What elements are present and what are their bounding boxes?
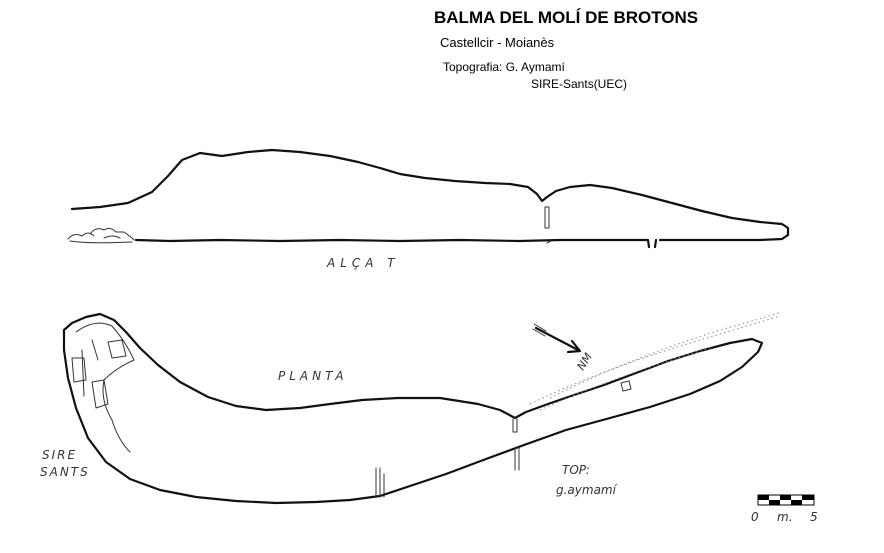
elevation-label: ALÇA T <box>326 256 400 270</box>
survey-author-label-line1: TOP: <box>562 463 590 477</box>
survey-author-label-line2: g.aymamí <box>556 483 618 497</box>
survey-group-label-line2: SANTS <box>40 465 90 479</box>
survey-topography-group: SIRE-Sants(UEC) <box>531 77 627 91</box>
north-arrow-shaft <box>534 326 582 354</box>
plan-view <box>62 311 783 505</box>
elevation-floor-line <box>134 238 651 249</box>
scale-bar-segment-bottom-2 <box>791 500 802 505</box>
survey-topography-credit: Topografia: G. Aymamí <box>443 60 566 74</box>
plan-station-marker-b <box>514 447 520 471</box>
elevation-entrance-blocks <box>67 227 135 244</box>
scale-bar-segment-top-2 <box>780 495 791 500</box>
elevation-view <box>67 148 790 249</box>
survey-location: Castellcir - Moianès <box>440 35 555 50</box>
north-arrow-fletching <box>532 323 547 337</box>
plan-rock-blocks <box>71 339 127 409</box>
plan-wall-outline <box>62 312 764 505</box>
plan-small-block <box>620 380 632 392</box>
plan-station-marker-a <box>512 418 518 433</box>
elevation-station-marker <box>544 206 550 229</box>
scale-bar-segment-bottom-1 <box>769 500 780 505</box>
plan-label: PLANTA <box>278 369 348 383</box>
plan-scree-slope <box>529 311 783 411</box>
scale-bar-max-label: 5 <box>810 510 818 524</box>
scale-bar-min-label: 0 <box>751 510 759 524</box>
survey-group-label-line1: SIRE <box>42 448 77 462</box>
north-arrow-label: NM <box>575 350 596 372</box>
scale-bar-segment-top-3 <box>802 495 814 500</box>
plan-station-marker-c <box>375 467 385 498</box>
elevation-floor-step <box>653 238 658 249</box>
elevation-ceiling-outline <box>70 148 790 242</box>
scale-bar-segment-top-1 <box>758 495 769 500</box>
scale-bar <box>757 494 815 506</box>
north-arrow <box>532 323 582 354</box>
elevation-floor-mark <box>546 240 552 244</box>
survey-title: BALMA DEL MOLÍ DE BROTONS <box>434 8 698 27</box>
plan-inner-contour <box>75 322 135 453</box>
scale-bar-unit-label: m. <box>777 510 793 524</box>
